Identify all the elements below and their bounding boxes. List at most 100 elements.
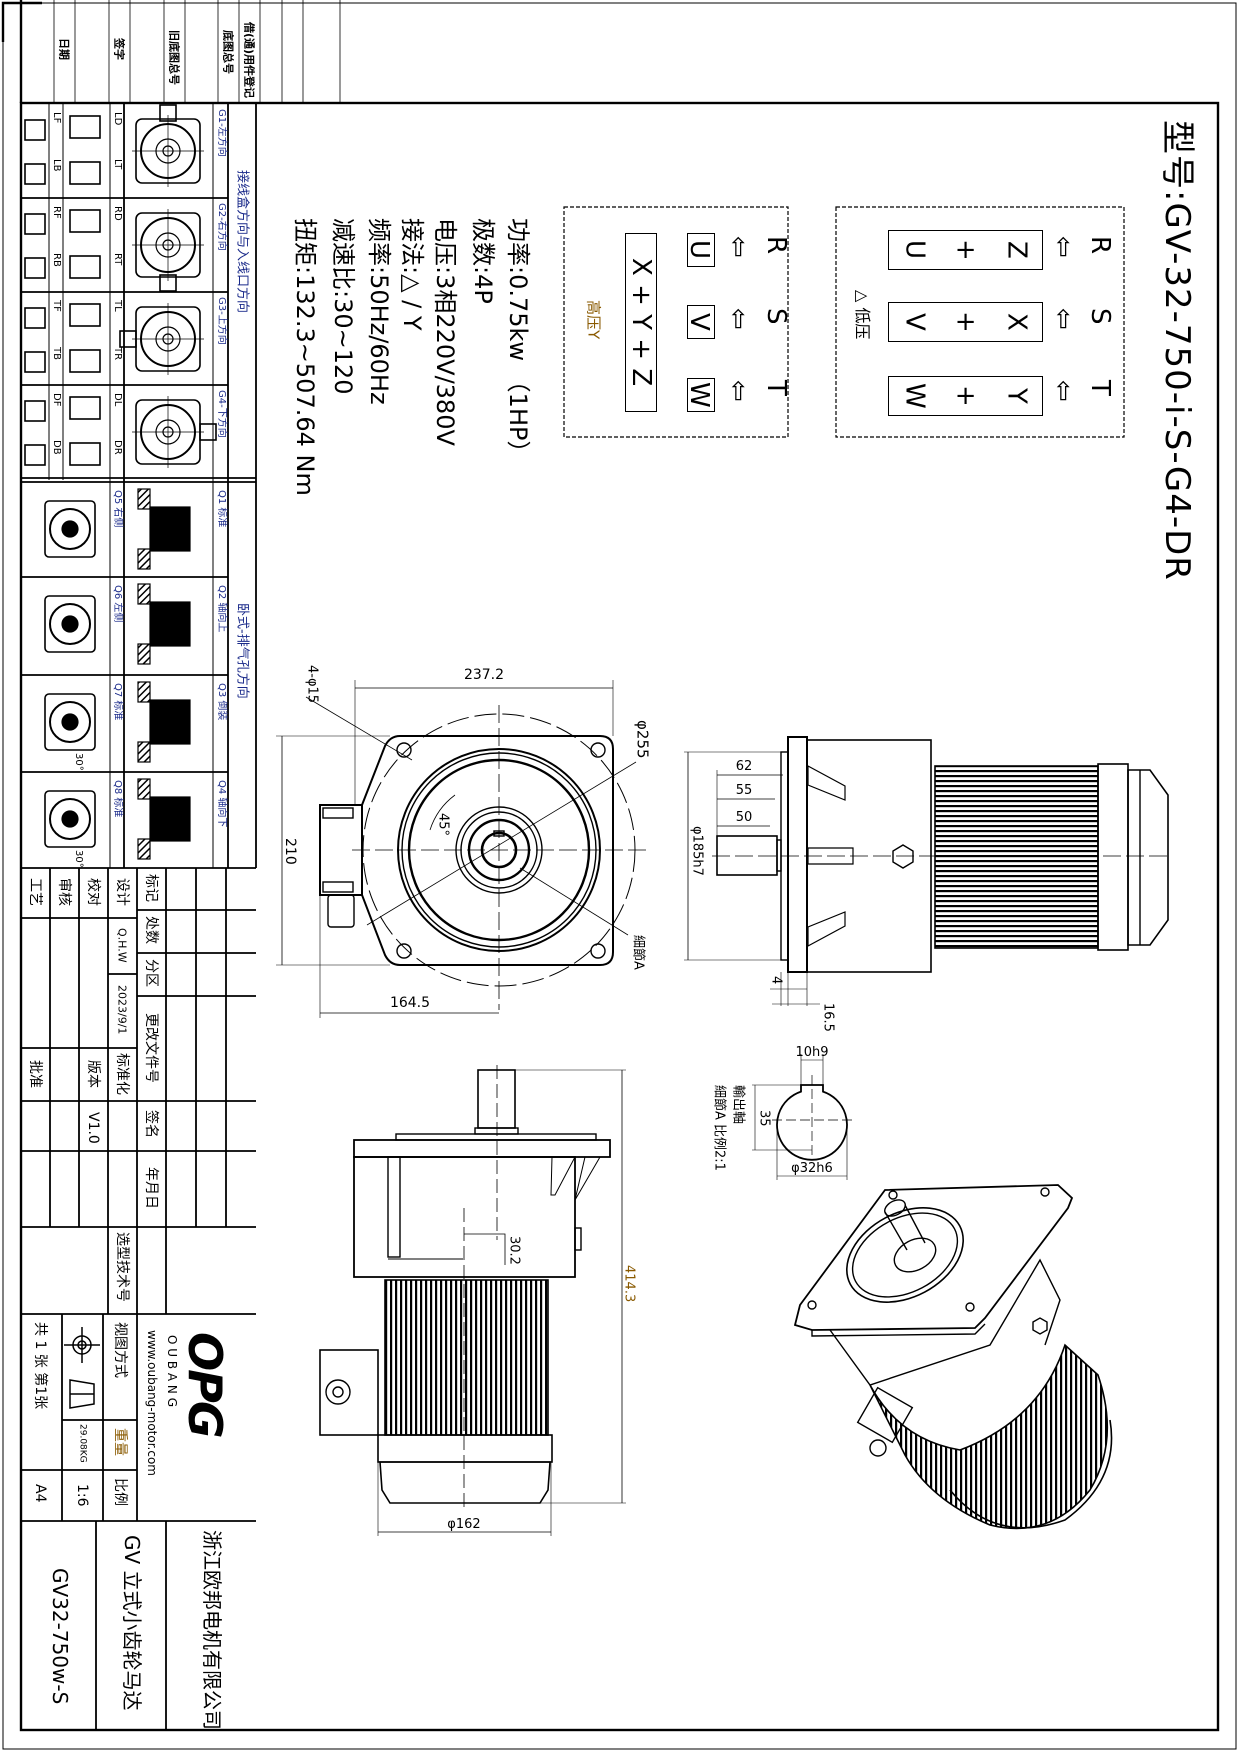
- mount-hatch-icon: [137, 548, 151, 570]
- side-code-label: LT: [112, 159, 123, 170]
- dim-total-length: 414.3: [621, 1265, 637, 1303]
- low-voltage-label: △ 低压: [853, 290, 872, 340]
- supply-t: T: [761, 380, 791, 396]
- mount-hatch-icon: [137, 778, 151, 800]
- q-row-label: Q2 轴向上: [216, 585, 227, 633]
- projection-symbol-icon: [64, 1327, 100, 1409]
- q-sub-label: Q8 标准: [112, 780, 123, 818]
- front-code-label: TB: [51, 347, 62, 360]
- terminal-label: V: [899, 313, 930, 331]
- arrow-left-icon: ⇦: [723, 236, 753, 258]
- mount-hatch-icon: [137, 681, 151, 703]
- tb-designer: Q.H.W: [115, 928, 129, 963]
- terminal-w: W: [684, 378, 715, 412]
- dim-flange-thickness: 16.5: [820, 1003, 836, 1032]
- top-strip-lines: [53, 0, 341, 103]
- tb-drawing-no: GV32-750w-S: [48, 1568, 72, 1705]
- terminal-box-icon: [159, 274, 177, 292]
- side-code-label: TL: [112, 300, 123, 312]
- side-code-label: LD: [112, 112, 123, 126]
- side-code-label: DL: [112, 393, 123, 407]
- top-strip-sign: 签字: [112, 38, 126, 60]
- supply-r: R: [761, 236, 791, 255]
- terminal-label: U: [899, 240, 930, 260]
- panel-header-box: 接线盒方向与入线口方向: [234, 170, 250, 314]
- arrow-left-icon: ⇦: [1048, 380, 1078, 402]
- motor-vertical-view: [319, 1065, 626, 1536]
- dim-box-offset: 164.5: [389, 995, 431, 1011]
- front-code-label: TF: [51, 300, 62, 312]
- plus-sign: +: [950, 385, 981, 407]
- terminal-box-icon: [24, 444, 46, 466]
- flange-icon: [44, 595, 96, 653]
- spec-ratio: 减速比:30~120: [329, 218, 357, 395]
- tb-zone: 分区: [143, 959, 159, 987]
- terminal-label: W: [899, 383, 930, 409]
- tb-count: 处数: [143, 916, 159, 944]
- mount-hatch-icon: [137, 488, 151, 510]
- mount-hatch-icon: [137, 838, 151, 860]
- terminal-box-icon: [69, 303, 101, 327]
- top-strip-old-base: 旧底图总号: [167, 30, 181, 85]
- motor-side-view: [684, 736, 1172, 1006]
- q-row-label: Q1 标准: [216, 490, 227, 528]
- dim-shaft-50: 50: [735, 810, 753, 825]
- terminal-row-r: Z+U: [888, 230, 1043, 270]
- terminal-v: V: [684, 305, 715, 339]
- spec-torque: 扭矩:132.3~507.64 Nm: [291, 218, 319, 496]
- dim-flange-width: 237.2: [463, 667, 505, 683]
- star-point-box: X + Y + Z: [625, 233, 657, 412]
- logo-subtitle: O U B A N G: [165, 1335, 179, 1408]
- g-row-label: G1-左方向: [216, 109, 227, 157]
- terminal-box-icon: [24, 400, 46, 422]
- tb-paper: A4: [32, 1484, 48, 1503]
- tb-version: V1.0: [85, 1112, 101, 1144]
- motor-icon: [149, 699, 191, 745]
- mount-hatch-icon: [137, 643, 151, 665]
- g-row-label: G2-右方向: [216, 203, 227, 251]
- front-code-label: DB: [51, 440, 62, 455]
- terminal-row-t: Y + W: [888, 376, 1043, 416]
- tb-product: GV 立式小齿轮马达: [120, 1535, 144, 1711]
- mount-hatch-icon: [137, 583, 151, 605]
- flange-icon: [49, 508, 91, 550]
- dim-shaft-55: 55: [735, 783, 753, 798]
- arrow-left-icon: ⇦: [723, 380, 753, 402]
- angle-label: 30°: [73, 753, 84, 771]
- tb-version-label: 版本: [85, 1060, 101, 1088]
- terminal-label: W: [684, 382, 714, 408]
- terminal-label: Y: [1001, 388, 1032, 404]
- low-voltage-box: [835, 206, 1125, 438]
- tb-weight: 29.08KG: [77, 1424, 88, 1463]
- dim-motor-dia: φ162: [447, 1517, 481, 1532]
- motor-icon: [149, 506, 191, 552]
- tb-weight-label: 重量: [112, 1428, 128, 1456]
- motor-icon: [149, 601, 191, 647]
- star-point-label: X + Y + Z: [626, 258, 656, 387]
- flange-icon: [44, 500, 96, 558]
- dim-shaft-62: 62: [735, 759, 753, 774]
- tb-view-method: 视图方式: [112, 1322, 128, 1378]
- supply-s: S: [761, 308, 791, 325]
- dim-spigot-depth: 4: [768, 976, 784, 985]
- tb-design: 设计: [114, 878, 130, 906]
- terminal-box-icon: [24, 307, 46, 329]
- dim-pcd: φ255: [633, 720, 652, 759]
- arrow-left-icon: ⇦: [723, 308, 753, 330]
- spec-poles: 极数:4P: [469, 218, 497, 304]
- g-row-label: G4-下方向: [216, 390, 227, 438]
- terminal-box-icon: [24, 351, 46, 373]
- q-sub-label: Q6 左侧: [112, 585, 123, 623]
- dim-key-width: 10h9: [795, 1045, 829, 1060]
- flange-icon: [61, 713, 79, 731]
- mount-hatch-icon: [137, 741, 151, 763]
- top-strip-date: 日期: [57, 38, 71, 60]
- terminal-box-icon: [69, 209, 101, 233]
- tb-sheets: 共 1 张 第1张: [32, 1322, 48, 1410]
- tb-approve: 批准: [27, 1060, 43, 1088]
- terminal-box-icon: [24, 119, 46, 141]
- tb-process: 工艺: [27, 878, 43, 906]
